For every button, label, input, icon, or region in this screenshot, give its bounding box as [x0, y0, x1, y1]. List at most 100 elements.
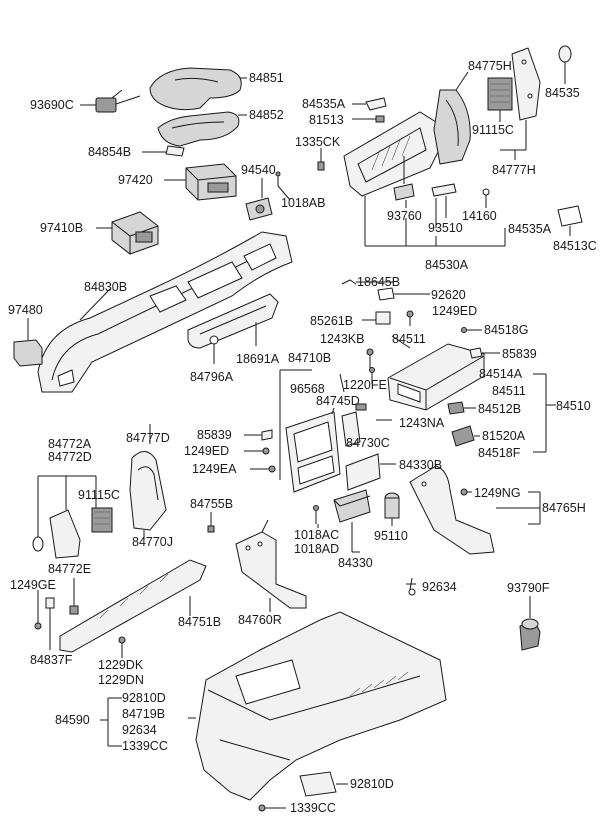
- label-84765h: 84765H: [542, 501, 586, 515]
- label-85839-right: 85839: [502, 347, 537, 361]
- label-14160: 14160: [462, 209, 497, 223]
- part-labels: 84851 93690C 84852 84854B 97420 94540 10…: [8, 59, 597, 815]
- label-97420: 97420: [118, 173, 153, 187]
- label-91115c-top: 91115C: [472, 123, 514, 137]
- label-18645b: 18645B: [357, 275, 400, 289]
- label-92810d-bottom: 92810D: [350, 777, 394, 791]
- center-fascia-84710b: [279, 369, 341, 493]
- switch-94540: [245, 178, 273, 221]
- lower-crash-pad: [343, 111, 505, 247]
- label-1229dk: 1229DK: [98, 658, 144, 672]
- label-84796a: 84796A: [190, 370, 234, 384]
- switch-93510: [431, 183, 457, 218]
- bracket-84330b: [345, 453, 396, 491]
- console-box-84330: [333, 489, 371, 552]
- label-84530a: 84530A: [425, 258, 469, 272]
- screw-1018ab: [275, 171, 291, 201]
- clip-84745d: [355, 403, 392, 421]
- screw-1229dk: [118, 636, 126, 658]
- label-92620: 92620: [431, 288, 466, 302]
- lower-garnish-84796a: [187, 293, 279, 364]
- label-84513c: 84513C: [553, 239, 597, 253]
- label-1220fe: 1220FE: [343, 378, 387, 392]
- label-84772d: 84772D: [48, 450, 92, 464]
- bracket-84854b: [142, 145, 185, 157]
- label-84330b: 84330B: [399, 458, 442, 472]
- trim-panel-84772: [32, 475, 97, 559]
- steering-column-upper-shroud: [149, 67, 247, 111]
- label-84535a-mid: 84535A: [508, 222, 552, 236]
- label-84512b: 84512B: [478, 402, 521, 416]
- label-84770j: 84770J: [132, 535, 173, 549]
- bracket-84510: [533, 373, 556, 453]
- label-84852: 84852: [249, 108, 284, 122]
- label-93790f: 93790F: [507, 581, 550, 595]
- heater-control-97410b: [96, 211, 159, 255]
- bracket-84590: [100, 697, 122, 747]
- pad-92620: [377, 287, 430, 301]
- cover-84770j: [129, 424, 167, 540]
- label-84590: 84590: [55, 713, 90, 727]
- label-1243kb: 1243KB: [320, 332, 364, 346]
- screw-1018ac: [313, 505, 319, 524]
- bracket-84535a-top: [352, 97, 387, 111]
- label-84511-top: 84511: [392, 332, 426, 346]
- bumper-85839-left: [244, 429, 273, 441]
- label-85839-left: 85839: [197, 428, 232, 442]
- label-95110: 95110: [374, 529, 408, 543]
- label-84772e: 84772E: [48, 562, 91, 576]
- label-1249ea: 1249EA: [192, 462, 237, 476]
- label-97480: 97480: [8, 303, 43, 317]
- mat-91115c-mid: [91, 507, 113, 533]
- bracket-84765h: [528, 491, 541, 525]
- clip-84755b: [207, 512, 215, 533]
- label-84837f: 84837F: [30, 653, 73, 667]
- label-92634-right: 92634: [422, 580, 457, 594]
- lock-81520a: [451, 425, 480, 447]
- clip-18645b: [341, 279, 394, 285]
- clip-84772e: [69, 578, 79, 615]
- label-91115c-mid: 91115C: [78, 488, 120, 502]
- mat-91115c-top: [487, 77, 526, 160]
- label-1243na: 1243NA: [399, 416, 445, 430]
- label-84514a: 84514A: [479, 367, 523, 381]
- label-84772a: 84772A: [48, 437, 92, 451]
- label-84830b: 84830B: [84, 280, 127, 294]
- label-84511-mid: 84511: [492, 384, 526, 398]
- label-84518g: 84518G: [484, 323, 528, 337]
- label-84518f: 84518F: [478, 446, 521, 460]
- bumper-85839-right: [469, 347, 500, 359]
- label-84777h: 84777H: [492, 163, 536, 177]
- leader-lines: [317, 156, 506, 553]
- label-81513: 81513: [309, 113, 344, 127]
- label-84851: 84851: [249, 71, 284, 85]
- steering-column-lower-shroud: [157, 111, 247, 147]
- label-1339cc-top: 1339CC: [122, 739, 168, 753]
- clip-14160: [482, 188, 490, 208]
- screw-1220fe: [369, 367, 375, 384]
- pad-92810d-bottom: [299, 771, 348, 797]
- label-85261b: 85261B: [310, 314, 353, 328]
- floor-carpet-84590: [188, 611, 447, 801]
- screw-1249ed-top: [406, 310, 414, 326]
- scuff-plate-84760r: [235, 519, 307, 612]
- side-panel-84775h: [433, 71, 471, 165]
- label-84535: 84535: [545, 86, 580, 100]
- screw-1249ed-mid: [244, 447, 270, 455]
- label-18691a: 18691A: [236, 352, 280, 366]
- label-84854b: 84854B: [88, 145, 131, 159]
- label-1229dn: 1229DN: [98, 673, 144, 687]
- label-1018ad: 1018AD: [294, 542, 339, 556]
- label-84755b: 84755B: [190, 497, 233, 511]
- label-92634-bottom: 92634: [122, 723, 157, 737]
- label-1018ab: 1018AB: [281, 196, 325, 210]
- label-1335ck: 1335CK: [295, 135, 341, 149]
- clip-84837f: [45, 597, 55, 650]
- label-84745d: 84745D: [316, 394, 360, 408]
- cap-84535: [558, 45, 572, 84]
- label-84330: 84330: [338, 556, 373, 570]
- side-panel-84765h: [409, 465, 540, 555]
- switch-93760: [393, 183, 415, 208]
- label-1249ed-top: 1249ED: [432, 304, 477, 318]
